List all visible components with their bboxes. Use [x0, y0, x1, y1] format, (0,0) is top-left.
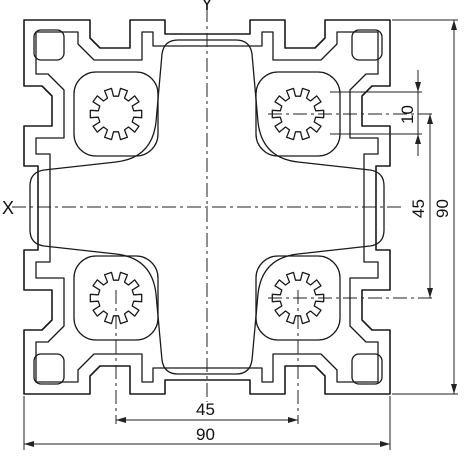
corner-cavity-bottom-right [351, 353, 383, 385]
y-axis-label: Y [201, 0, 213, 14]
arrow-90-h-right [380, 441, 390, 447]
dimension-label-45-vertical: 45 [409, 199, 428, 218]
arrow-45-h-right [288, 417, 298, 423]
arrow-45-v-bottom [427, 288, 433, 298]
corner-cavity-top-left [33, 29, 65, 61]
bore-housing-top-right [255, 71, 341, 157]
dimension-label-10: 10 [398, 105, 417, 124]
arrow-90-v-bottom [451, 384, 457, 394]
arrow-45-v-top [427, 114, 433, 124]
profile-outer-outline [23, 19, 391, 395]
arrow-10-top [415, 82, 421, 92]
arrow-90-v-top [451, 20, 457, 30]
central-cavity [29, 39, 385, 375]
bore-housing-top-left [73, 71, 159, 157]
corner-cavity-top-right [351, 29, 383, 61]
corner-cavity-bottom-left [33, 353, 65, 385]
arrow-45-h-left [116, 417, 126, 423]
arrow-90-h-left [24, 441, 34, 447]
core-bore-bottom-right [271, 271, 325, 325]
core-bore-bottom-left [89, 271, 143, 325]
core-bore-top-right [271, 87, 325, 141]
arrow-10-bottom [415, 134, 421, 144]
x-axis-label: X [2, 198, 14, 218]
profile-inner-contour [35, 31, 379, 383]
dimension-label-90-vertical: 90 [433, 199, 452, 218]
dimension-label-90-horizontal: 90 [196, 425, 215, 444]
dimension-label-45-horizontal: 45 [196, 400, 215, 419]
core-bore-top-left [89, 87, 143, 141]
